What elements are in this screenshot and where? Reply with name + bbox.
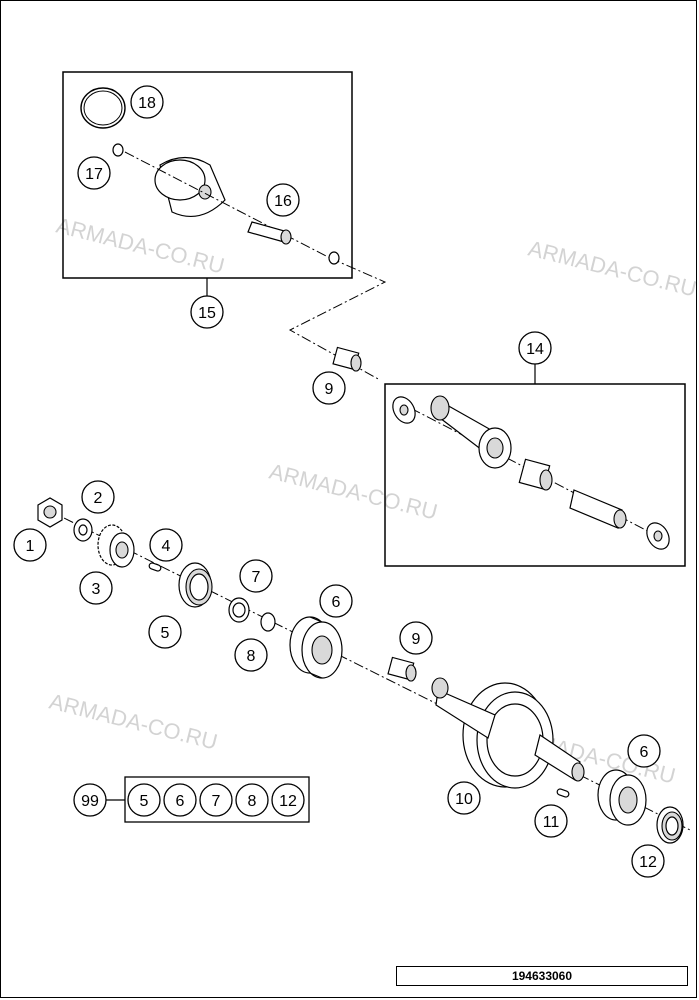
callout-9-bottom: 9	[399, 621, 433, 655]
svg-text:12: 12	[279, 793, 297, 810]
svg-text:12: 12	[639, 854, 657, 871]
svg-text:9: 9	[412, 631, 421, 648]
drawing-number: 194633060	[396, 966, 688, 986]
callout-12: 12	[631, 844, 665, 878]
svg-text:1: 1	[26, 538, 35, 555]
callout-18: 18	[130, 85, 164, 119]
conrod-assembly	[392, 395, 670, 550]
washer	[73, 518, 93, 542]
piston-ring	[80, 87, 126, 129]
callout-3: 3	[79, 571, 113, 605]
ball-bearing-left	[289, 616, 343, 679]
svg-text:7: 7	[212, 793, 221, 810]
svg-text:11: 11	[543, 814, 560, 831]
svg-text:7: 7	[252, 569, 261, 586]
svg-text:6: 6	[332, 594, 341, 611]
callout-6: 6	[319, 584, 353, 618]
callout-17: 17	[77, 156, 111, 190]
svg-text:14: 14	[526, 341, 544, 358]
watermark-3: ARMADA-CO.RU	[267, 459, 440, 525]
svg-text:5: 5	[161, 625, 170, 642]
svg-text:2: 2	[94, 490, 103, 507]
callout-11: 11	[534, 804, 568, 838]
circlip-left	[112, 143, 124, 157]
svg-text:10: 10	[455, 791, 473, 808]
woodruff-key	[148, 562, 162, 572]
svg-text:8: 8	[248, 793, 257, 810]
kit-item-8: 8	[235, 783, 269, 817]
watermark-4: ARMADA-CO.RU	[47, 689, 220, 755]
ball-bearing-right	[597, 769, 647, 826]
callout-4: 4	[149, 528, 183, 562]
svg-text:5: 5	[140, 793, 149, 810]
shaft-seal-right	[656, 806, 684, 844]
nut	[37, 497, 63, 528]
kit-item-6: 6	[163, 783, 197, 817]
callout-8: 8	[234, 638, 268, 672]
callout-2: 2	[81, 480, 115, 514]
shaft-seal	[178, 562, 213, 608]
callout-1: 1	[13, 528, 47, 562]
svg-text:6: 6	[176, 793, 185, 810]
svg-text:4: 4	[162, 538, 171, 555]
callout-16: 16	[266, 183, 300, 217]
callout-10: 10	[447, 781, 481, 815]
svg-text:99: 99	[81, 793, 99, 810]
callout-9-top: 9	[312, 371, 346, 405]
needle-bearing-bottom	[387, 656, 417, 682]
svg-text:8: 8	[247, 648, 256, 665]
svg-text:6: 6	[640, 744, 649, 761]
kit-item-5: 5	[127, 783, 161, 817]
svg-text:9: 9	[325, 381, 334, 398]
svg-text:16: 16	[274, 193, 292, 210]
watermark-1: ARMADA-CO.RU	[54, 213, 227, 279]
callout-99: 99	[73, 783, 107, 817]
crankshaft	[431, 677, 585, 789]
callout-5: 5	[148, 615, 182, 649]
svg-text:3: 3	[92, 581, 101, 598]
circlip-right	[328, 251, 340, 265]
callout-6-right: 6	[627, 734, 661, 768]
callout-15: 15	[190, 295, 224, 329]
piston	[154, 156, 226, 218]
needle-bearing-top	[332, 346, 362, 372]
watermark-2: ARMADA-CO.RU	[526, 236, 699, 302]
kit-item-7: 7	[199, 783, 233, 817]
svg-text:15: 15	[198, 305, 216, 322]
callout-7: 7	[239, 559, 273, 593]
primary-gear	[97, 524, 135, 568]
kit-item-12: 12	[271, 783, 305, 817]
callout-14: 14	[518, 331, 552, 365]
piston-pin	[247, 221, 292, 245]
kit-box	[124, 776, 310, 823]
thrust-ring	[260, 612, 276, 632]
woodruff-key-2	[556, 788, 570, 798]
svg-text:18: 18	[138, 95, 156, 112]
svg-text:17: 17	[85, 166, 103, 183]
shim	[228, 597, 250, 623]
